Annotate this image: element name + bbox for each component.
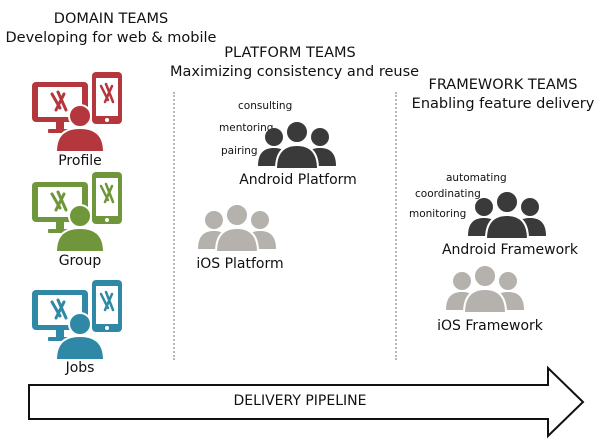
android-platform-label: Android Platform — [239, 172, 357, 188]
ios-framework-people-icon — [446, 264, 524, 314]
android-platform-people-icon — [258, 120, 336, 170]
profile-team-icon — [32, 72, 122, 153]
domain-teams-subtitle: Developing for web & mobile — [5, 30, 217, 46]
framework-activity-coordinating: coordinating — [415, 188, 481, 200]
profile-team-label: Profile — [58, 153, 102, 169]
ios-framework-label: iOS Framework — [437, 318, 543, 334]
platform-teams-header: PLATFORM TEAMS Maximizing consistency an… — [170, 44, 420, 82]
ios-platform-label: iOS Platform — [196, 256, 284, 272]
delivery-pipeline-arrow — [28, 365, 585, 439]
platform-activity-mentoring: mentoring — [219, 122, 274, 134]
domain-teams-title: DOMAIN TEAMS — [53, 11, 169, 27]
group-team-icon — [32, 172, 122, 253]
platform-activity-pairing: pairing — [221, 145, 258, 157]
divider-right — [395, 92, 397, 360]
divider-left — [173, 92, 175, 360]
jobs-team-icon — [32, 280, 122, 361]
group-team-label: Group — [58, 253, 102, 269]
framework-teams-header: FRAMEWORK TEAMS Enabling feature deliver… — [406, 76, 600, 114]
platform-teams-title: PLATFORM TEAMS — [224, 45, 356, 61]
platform-activity-consulting: consulting — [238, 100, 293, 112]
ios-platform-people-icon — [198, 203, 276, 253]
framework-activity-monitoring: monitoring — [409, 208, 467, 220]
framework-teams-subtitle: Enabling feature delivery — [411, 96, 595, 112]
android-framework-label: Android Framework — [441, 242, 579, 258]
domain-teams-header: DOMAIN TEAMS Developing for web & mobile — [0, 10, 222, 48]
platform-teams-subtitle: Maximizing consistency and reuse — [170, 64, 420, 80]
android-framework-people-icon — [468, 190, 546, 240]
jobs-team-label: Jobs — [65, 360, 95, 376]
framework-activity-automating: automating — [446, 172, 507, 184]
framework-teams-title: FRAMEWORK TEAMS — [428, 77, 578, 93]
delivery-pipeline-label: DELIVERY PIPELINE — [233, 393, 367, 409]
